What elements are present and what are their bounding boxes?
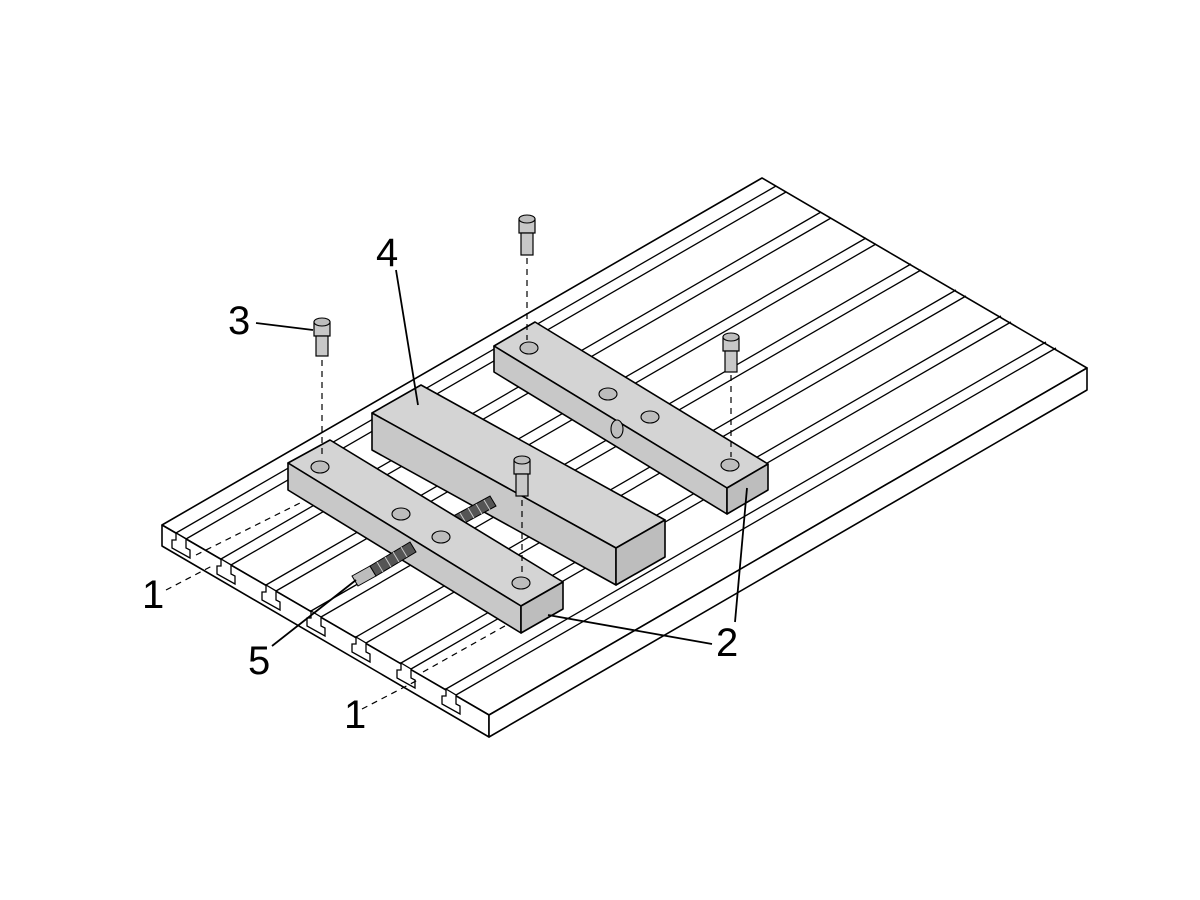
callout-1-left: 1	[142, 573, 164, 617]
t-slot-profiles	[171, 531, 461, 716]
leader-1-left	[165, 565, 213, 591]
rear-bar-hole-1	[519, 341, 539, 355]
cap-screws	[313, 214, 740, 497]
leader-5	[271, 579, 357, 647]
cap-screw-left	[313, 317, 331, 357]
rear-bar-hole-4	[720, 458, 740, 472]
front-bar-hole-4	[511, 576, 531, 590]
hidden-edge-left	[195, 502, 301, 556]
rear-bar-hole-2	[598, 387, 618, 401]
leader-4	[395, 269, 419, 406]
callout-1-bottom: 1	[344, 693, 366, 737]
callout-2: 2	[716, 621, 738, 665]
callout-4: 4	[376, 231, 398, 275]
rear-parallel-bar	[493, 321, 769, 515]
callout-3: 3	[228, 299, 250, 343]
leader-lines	[165, 269, 748, 710]
front-bar-hole-2	[391, 507, 411, 521]
hidden-edge-bottom	[422, 594, 561, 673]
front-bar-hole-3	[431, 530, 451, 544]
cap-screw-top	[518, 214, 536, 256]
leader-2-upper	[734, 487, 748, 623]
table-right-face	[488, 367, 1088, 738]
leader-3	[255, 322, 314, 331]
leader-2-lower	[547, 614, 713, 645]
front-bar-end	[520, 581, 564, 634]
cap-screw-right	[722, 332, 740, 373]
cap-screw-middle	[513, 455, 531, 497]
callout-labels: 1 1 2 3 4 5	[142, 231, 738, 737]
callout-5: 5	[248, 639, 270, 683]
middle-block-end	[615, 519, 666, 586]
front-bar-hole-1	[310, 460, 330, 474]
rear-bar-side-hole	[610, 419, 624, 439]
jack-screw-front	[351, 541, 417, 587]
screw-centerlines	[321, 258, 732, 576]
jack-screw-front-body	[369, 541, 417, 577]
rear-bar-hole-3	[640, 410, 660, 424]
